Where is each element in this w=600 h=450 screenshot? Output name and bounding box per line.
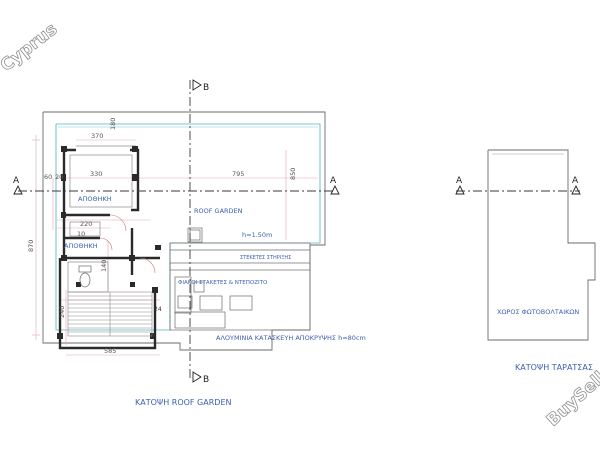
roof-garden-plan: B B A A 370 180 330 795 60 20 220 870 58… [13, 79, 366, 407]
label-aluminium-note: ΑΛΟΥΜΙΝΙΑ ΚΑΤΑΣΚΕΥΗ ΑΠΟΚΡΥΨΗΣ h=80cm [216, 334, 366, 342]
dim-370: 370 [91, 132, 103, 140]
terrace-plan: A A ΧΩΡΟΣ ΦΩΤΟΒΟΛΤΑΙΚΩΝ ΚΑΤΟΨΗ ΤΑΡΑΤΣΑΣ [455, 149, 596, 372]
dim-220: 220 [80, 220, 92, 228]
section-line-b: B B [189, 79, 209, 385]
central-block [169, 227, 311, 331]
dim-20: 20 [55, 173, 63, 181]
storage-thin-walls [67, 145, 136, 293]
door-swings [99, 214, 156, 274]
dim-240: 240 [58, 306, 66, 318]
section-label-b-bottom: B [203, 375, 209, 385]
dim-60: 60 [44, 173, 52, 181]
dim-795: 795 [232, 170, 244, 178]
roof-garden-caption: ΚΑΤΟΨΗ ROOF GARDEN [135, 398, 232, 407]
dim-585: 585 [104, 347, 116, 355]
label-shade-structure: ΣΤΕΚΕΤΕΣ ΣΤΗΡΙΞΗΣ [240, 255, 291, 261]
section-label-a-right: A [330, 176, 337, 186]
section-label-a-terrace-right: A [572, 176, 579, 186]
section-arrow-a-terrace-left [455, 184, 465, 195]
section-arrow-b-bottom [192, 371, 202, 383]
terrace-caption: ΚΑΤΟΨΗ ΤΑΡΑΤΣΑΣ [515, 363, 593, 372]
label-storage-lower: ΑΠΟΘΗΚΗ [64, 242, 98, 250]
dim-180: 180 [109, 118, 117, 130]
dim-330: 330 [90, 170, 102, 178]
outer-outline [42, 111, 326, 351]
column-marks [57, 146, 161, 339]
section-arrow-a-right [330, 184, 340, 195]
section-arrow-a-left [13, 184, 23, 195]
label-photovoltaics-area: ΧΩΡΟΣ ΦΩΤΟΒΟΛΤΑΙΚΩΝ [497, 308, 579, 316]
section-line-a-left: A A [13, 176, 340, 195]
room-labels: ΑΠΟΘΗΚΗ ΑΠΟΘΗΚΗ ROOF GARDEN h=1.50m ΣΤΕΚ… [64, 195, 366, 342]
label-height-note: h=1.50m [242, 231, 272, 239]
label-seating: ΦΙΑΚΟΙ ΣΤΑΚΕΤΕΣ & ΝΤΕΠΟΖΙΤΟ [178, 280, 268, 286]
section-label-b-top: B [203, 83, 209, 93]
dim-140: 140 [100, 260, 108, 272]
section-label-a-left: A [13, 176, 20, 186]
dimension-lines [32, 135, 318, 356]
watermark-bottom-right: BuySell [543, 368, 600, 431]
terrace-outline [487, 149, 596, 341]
label-roof-garden: ROOF GARDEN [194, 207, 243, 215]
section-line-a-right: A A [455, 176, 581, 195]
section-arrow-b-top [192, 79, 202, 91]
staircase [67, 291, 153, 337]
dim-870: 870 [27, 240, 35, 252]
dimension-labels: 370 180 330 795 60 20 220 870 585 850 14… [27, 118, 297, 355]
dim-850: 850 [289, 168, 297, 180]
section-label-a-terrace-left: A [456, 176, 463, 186]
label-stair-number: 24 [154, 306, 162, 313]
dim-10: 10 [77, 230, 85, 238]
section-arrow-a-terrace-right [571, 184, 581, 195]
watermark-top-left: Cyprus [0, 19, 61, 76]
label-storage-upper: ΑΠΟΘΗΚΗ [78, 195, 112, 203]
wc-fixture [78, 265, 92, 288]
